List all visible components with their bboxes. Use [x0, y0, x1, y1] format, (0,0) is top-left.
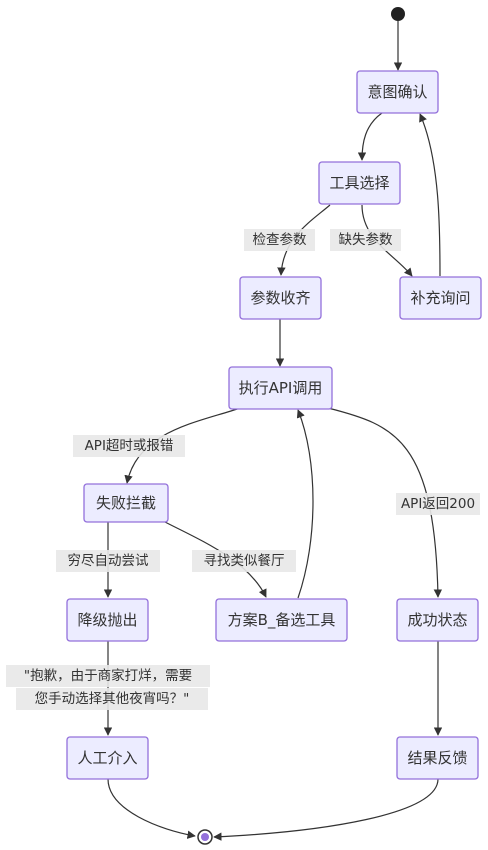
svg-text:方案B_备选工具: 方案B_备选工具	[228, 611, 336, 630]
node-ask-more[interactable]: 补充询问	[399, 276, 482, 320]
edge-label-exhaust-auto-attempts: 穷尽自动尝试	[56, 550, 160, 572]
edge-label-missing-params: 缺失参数	[330, 229, 401, 251]
svg-text:缺失参数: 缺失参数	[339, 231, 393, 248]
svg-text:工具选择: 工具选择	[329, 174, 389, 192]
svg-text:成功状态: 成功状态	[407, 611, 467, 629]
node-human-intervene[interactable]: 人工介入	[66, 736, 149, 780]
node-call-api[interactable]: 执行API调用	[228, 366, 333, 410]
svg-text:人工介入: 人工介入	[77, 749, 137, 767]
svg-text:API超时或报错: API超时或报错	[85, 438, 174, 454]
svg-text:结果反馈: 结果反馈	[407, 749, 467, 767]
edge-call-api-to-success-state	[327, 407, 443, 598]
edge-call-api-to-fail-intercept	[124, 407, 241, 484]
edge-confirm-intent-to-tool-select	[357, 112, 383, 161]
edge-ask-more-to-confirm-intent	[419, 113, 441, 277]
edge-label-check-params: 检查参数	[244, 229, 315, 251]
apology-line-1: "抱歉，由于商家打烊，需要	[24, 667, 192, 684]
node-tool-select[interactable]: 工具选择	[318, 161, 401, 205]
svg-text:执行API调用: 执行API调用	[239, 379, 323, 397]
svg-text:API返回200: API返回200	[401, 496, 475, 512]
svg-text:参数收齐: 参数收齐	[250, 289, 310, 307]
edge-label-find-similar-restaurant: 寻找类似餐厅	[192, 550, 296, 572]
node-fail-intercept[interactable]: 失败拦截	[83, 483, 169, 523]
edge-result-feedback-to-end	[213, 778, 439, 841]
node-degrade-raise[interactable]: 降级抛出	[66, 598, 149, 642]
svg-text:穷尽自动尝试: 穷尽自动尝试	[68, 553, 149, 569]
svg-text:检查参数: 检查参数	[253, 231, 307, 248]
edge-label-api-returned-200: API返回200	[396, 493, 480, 515]
svg-text:意图确认: 意图确认	[367, 83, 427, 101]
svg-text:失败拦截: 失败拦截	[96, 494, 156, 512]
edge-plan-b-to-call-api	[296, 409, 314, 599]
node-plan-b[interactable]: 方案B_备选工具	[215, 598, 348, 642]
node-params-complete[interactable]: 参数收齐	[239, 276, 322, 320]
node-confirm-intent[interactable]: 意图确认	[356, 70, 439, 114]
node-result-feedback[interactable]: 结果反馈	[396, 736, 479, 780]
svg-text:补充询问: 补充询问	[410, 289, 470, 307]
node-success-state[interactable]: 成功状态	[396, 598, 479, 642]
svg-text:降级抛出: 降级抛出	[77, 611, 137, 629]
end-state-icon	[197, 829, 213, 845]
edge-human-intervene-to-end	[107, 778, 196, 839]
edge-label-api-timeout-or-error: API超时或报错	[73, 435, 185, 457]
start-state-icon	[391, 7, 405, 21]
svg-text:寻找类似餐厅: 寻找类似餐厅	[204, 553, 285, 569]
edge-label-apology-message: "抱歉，由于商家打烊，需要 您手动选择其他夜宵吗？"	[6, 665, 210, 710]
apology-line-2: 您手动选择其他夜宵吗？"	[35, 690, 190, 707]
